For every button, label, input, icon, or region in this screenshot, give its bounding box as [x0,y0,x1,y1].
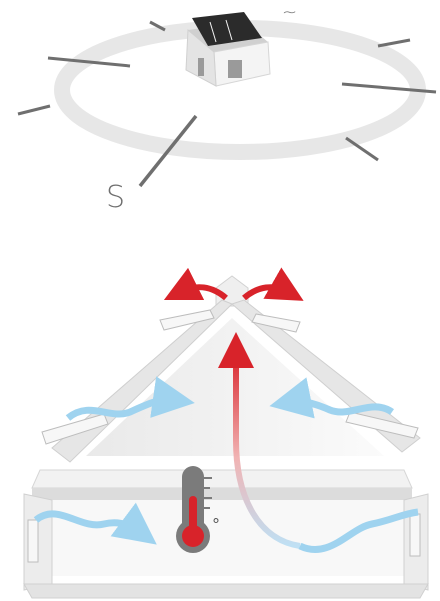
attic-floor [32,470,412,488]
ground-floor-slab [24,584,428,598]
house-window [228,60,242,78]
roof-section [24,276,428,598]
house-door [198,58,204,76]
wall-window-right [410,514,420,556]
compass-tick-north-east [378,40,410,46]
warm-air-exit-right-arrow [244,287,288,298]
wall-window-left [28,520,38,562]
thermometer-degree-symbol: ° [212,515,220,534]
compass [18,12,436,186]
compass-tick-west-low [18,106,50,114]
